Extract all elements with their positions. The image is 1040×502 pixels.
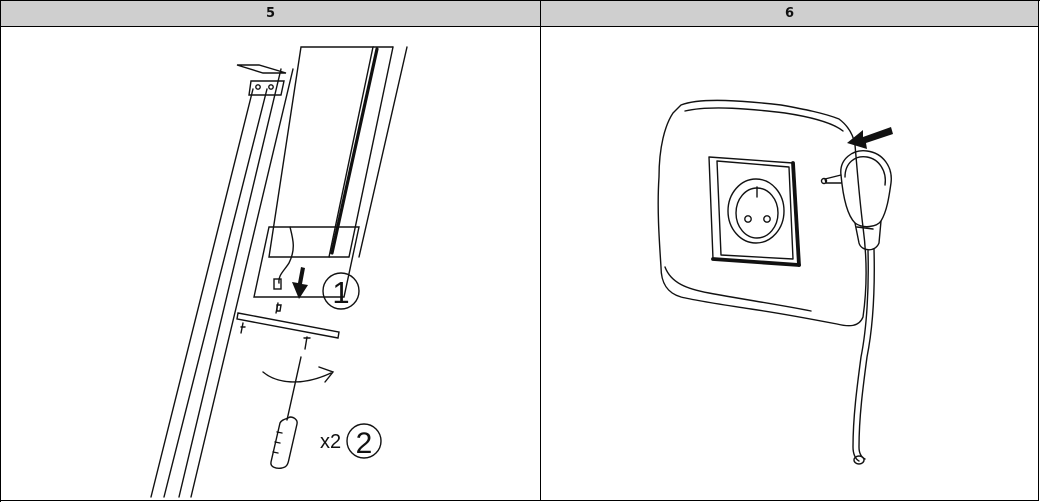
step-5-illustration: 1 x2 2 xyxy=(1,27,541,501)
step-one-marker: 1 xyxy=(332,275,349,310)
step-header-5: 5 xyxy=(1,1,541,27)
step-number-6: 6 xyxy=(784,6,795,21)
tall-panel-install-drawing: 1 x2 2 xyxy=(150,46,408,498)
step-number-5: 5 xyxy=(265,6,276,21)
repeat-count: x2 xyxy=(320,431,341,453)
step-two-marker: 2 xyxy=(356,427,373,460)
socket-plug-drawing xyxy=(657,99,893,465)
step-6-illustration xyxy=(541,27,1039,501)
step-header-6: 6 xyxy=(541,1,1039,27)
